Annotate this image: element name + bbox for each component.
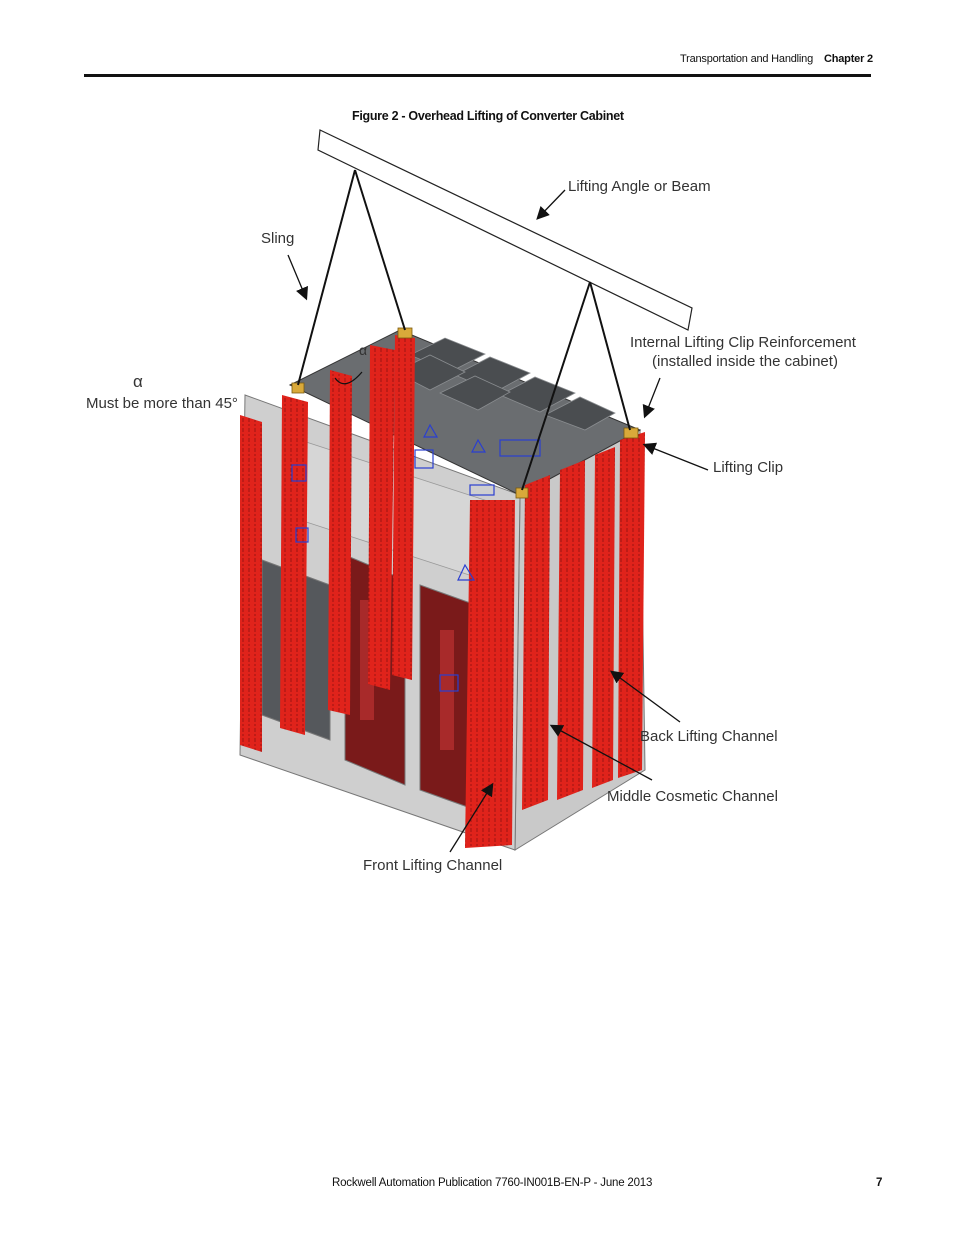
- label-alpha-angle: α: [359, 342, 368, 358]
- sling-lines: [297, 169, 631, 491]
- roof-vents: [394, 337, 616, 431]
- label-back-channel: Back Lifting Channel: [640, 728, 778, 745]
- header-section-title: Transportation and Handling: [680, 53, 814, 65]
- pointer-arrows: [287, 189, 709, 853]
- alpha-angle-mark: [334, 371, 363, 385]
- label-alpha-symbol: α: [133, 372, 143, 391]
- label-lifting-clip: Lifting Clip: [713, 459, 784, 476]
- label-clip-reinforcement-line1: Internal Lifting Clip Reinforcement: [630, 334, 856, 351]
- label-alpha-note: Must be more than 45°: [86, 395, 238, 412]
- label-lifting-beam: Lifting Angle or Beam: [568, 178, 711, 195]
- label-front-channel: Front Lifting Channel: [363, 857, 503, 874]
- label-middle-channel: Middle Cosmetic Channel: [607, 788, 778, 805]
- lifting-beam: [317, 129, 693, 331]
- lifting-diagram: [239, 129, 709, 853]
- footer-page-number: 7: [876, 1177, 883, 1189]
- blue-markers: [291, 423, 541, 692]
- label-clip-reinforcement-line2: (installed inside the cabinet): [652, 353, 838, 370]
- header-rule: [84, 74, 871, 77]
- label-sling: Sling: [261, 230, 295, 247]
- figure-caption: Figure 2 - Overhead Lifting of Converter…: [352, 109, 624, 123]
- header-chapter-label: Chapter 2: [824, 53, 873, 65]
- front-lifting-channels: [240, 335, 515, 848]
- footer-publication: Rockwell Automation Publication 7760-IN0…: [332, 1177, 653, 1189]
